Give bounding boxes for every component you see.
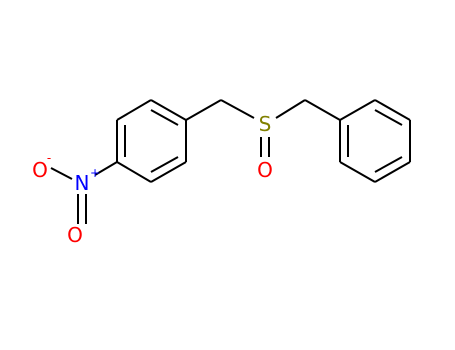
ring-a-double-bond — [150, 156, 179, 173]
ring-a-bond — [150, 161, 187, 183]
nitro-oxygen-upper-label: O — [32, 158, 48, 182]
ring-b-bond — [339, 99, 376, 121]
nitro-oxygen-lower-label: O — [67, 223, 83, 247]
ring-b-bond — [339, 161, 376, 183]
c-n-bond — [94, 161, 118, 176]
nitro-nitrogen-label: N — [75, 171, 90, 195]
nitrogen-charge-label: + — [90, 166, 100, 180]
nitrophenyl-ring — [116, 99, 187, 183]
ring-b-bond — [374, 99, 411, 121]
ring-b-double-bond — [374, 156, 403, 173]
ring-a-double-bond — [150, 109, 179, 126]
ring-b-double-bond — [374, 109, 403, 126]
ring-a-bond — [116, 99, 152, 121]
s-ch2-bond — [275, 99, 306, 119]
ring-a-bond — [150, 99, 187, 121]
oxygen-charge-label: - — [47, 151, 51, 165]
n-o-single-bond — [50, 167, 73, 180]
ring-b-bond — [374, 161, 411, 183]
ch2-s-bond — [220, 99, 255, 119]
sulfinyl-oxygen-label: O — [257, 158, 273, 182]
nitro-group — [50, 161, 118, 224]
phenyl-ring — [339, 99, 411, 183]
ring-a-bond — [116, 161, 152, 183]
ch2-bond — [304, 99, 341, 121]
ch2-bond — [185, 99, 222, 121]
sulfoxide-linker — [185, 99, 341, 157]
sulfur-atom-label: S — [259, 112, 272, 136]
